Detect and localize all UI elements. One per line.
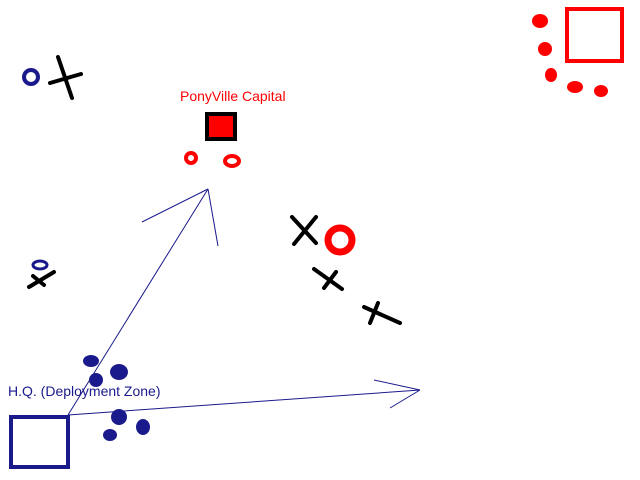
enemy-ring xyxy=(223,154,241,168)
obstacle-cross xyxy=(48,55,83,100)
enemy-ring-large xyxy=(324,224,356,256)
obstacle-cross xyxy=(27,270,56,289)
friendly-unit xyxy=(89,373,103,387)
enemy-base-square xyxy=(565,7,624,63)
enemy-unit xyxy=(538,42,552,56)
friendly-ring xyxy=(31,259,49,271)
enemy-unit xyxy=(594,85,608,97)
obstacle-cross xyxy=(312,267,344,291)
friendly-unit xyxy=(103,429,117,441)
enemy-ring xyxy=(184,151,198,165)
enemy-unit xyxy=(567,81,583,93)
capital-marker xyxy=(205,112,237,141)
hq-label: H.Q. (Deployment Zone) xyxy=(8,383,161,399)
obstacle-cross xyxy=(290,215,318,246)
enemy-unit xyxy=(532,14,548,28)
friendly-unit xyxy=(110,364,128,380)
friendly-unit xyxy=(83,355,99,367)
capital-label: PonyVille Capital xyxy=(180,88,286,104)
obstacle-cross xyxy=(362,301,402,325)
friendly-ring xyxy=(22,68,40,86)
hq-square xyxy=(9,415,70,469)
friendly-unit xyxy=(136,419,150,435)
attack-arrow-east xyxy=(67,379,421,416)
enemy-unit xyxy=(545,68,557,82)
friendly-unit xyxy=(111,409,127,425)
